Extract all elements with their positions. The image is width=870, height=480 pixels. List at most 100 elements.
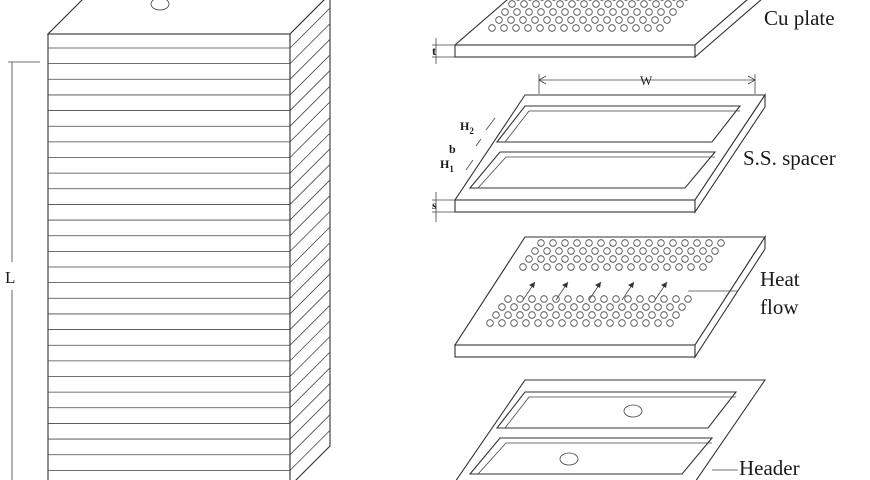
plate-hole [645, 255, 653, 263]
plate-hole [560, 24, 568, 32]
plate-hole [519, 263, 527, 271]
plate-hole [600, 295, 608, 303]
heat-plate-side [694, 235, 766, 359]
width-w-label: W [640, 73, 653, 88]
plate-hole [612, 295, 620, 303]
plate-hole [618, 319, 626, 327]
plate-hole [528, 295, 536, 303]
stack-layer-side-line [289, 101, 331, 143]
stack-layer-side-line [289, 85, 331, 127]
plate-hole [561, 255, 569, 263]
plate-hole [594, 319, 602, 327]
plate-hole [588, 311, 596, 319]
header-top [455, 379, 767, 480]
plate-hole [498, 319, 506, 327]
plate-hole [621, 8, 629, 16]
heat-flow-plate [453, 235, 767, 359]
plate-hole [684, 295, 692, 303]
plate-hole [591, 263, 599, 271]
plate-hole [543, 247, 551, 255]
plate-hole [498, 303, 506, 311]
plate-hole [633, 239, 641, 247]
plate-hole [717, 239, 725, 247]
stack-layer-side-line [289, 258, 331, 299]
header-plate [455, 379, 767, 480]
plate-hole [597, 255, 605, 263]
plate-hole [549, 8, 557, 16]
plate-hole [546, 303, 554, 311]
plate-hole [594, 303, 602, 311]
plate-hole [512, 24, 520, 32]
plate-hole [573, 239, 581, 247]
top-port-hole [150, 0, 170, 11]
plate-hole [580, 0, 588, 8]
plate-hole [567, 247, 575, 255]
plate-hole [567, 16, 575, 24]
length-dimension: L [5, 61, 40, 480]
plate-hole [544, 0, 552, 8]
header-label: Header [739, 456, 800, 480]
plate-hole [627, 247, 635, 255]
plate-hole [633, 255, 641, 263]
stack-side-face [289, 0, 331, 480]
stack-layer-side-line [289, 132, 331, 174]
stack-layer-side-line [289, 195, 331, 236]
plate-hole [669, 8, 677, 16]
plate-hole [648, 295, 656, 303]
plate-hole [645, 8, 653, 16]
plate-hole [492, 311, 500, 319]
plate-hole [591, 16, 599, 24]
stack-layer-side-line [289, 39, 331, 80]
plate-hole [534, 319, 542, 327]
plate-hole [576, 311, 584, 319]
h1-label: H1 [440, 157, 454, 174]
flow-label: flow [760, 295, 799, 319]
plate-hole [546, 319, 554, 327]
stack-layer-side-line [289, 54, 331, 96]
plate-hole [531, 16, 539, 24]
plate-hole [519, 16, 527, 24]
plate-hole [573, 255, 581, 263]
plate-hole [693, 255, 701, 263]
plate-hole [603, 263, 611, 271]
plate-hole [699, 247, 707, 255]
stack-layer-side-line [289, 179, 331, 221]
plate-hole [656, 24, 664, 32]
plate-hole [609, 8, 617, 16]
plate-hole [687, 247, 695, 255]
plate-hole [543, 263, 551, 271]
plate-hole [597, 239, 605, 247]
h2-label: H2 [460, 119, 474, 136]
plate-hole [528, 311, 536, 319]
plate-hole [616, 0, 624, 8]
plate-hole [678, 303, 686, 311]
stack-layer-side-line [289, 148, 331, 190]
heat-flow-arrowhead [562, 282, 568, 288]
plate-hole [663, 263, 671, 271]
plate-hole [615, 247, 623, 255]
plate-hole [540, 295, 548, 303]
header-port-upper [623, 404, 643, 418]
stack-layer-side-line [289, 351, 331, 393]
plate-hole [582, 319, 590, 327]
plate-hole [609, 255, 617, 263]
b-label: b [449, 142, 456, 156]
stack-layer-side-line [289, 117, 331, 158]
plate-hole [570, 303, 578, 311]
plate-hole [537, 239, 545, 247]
stack-layer-side-line [289, 414, 331, 455]
ss-spacer-label: S.S. spacer [743, 146, 836, 170]
plate-hole [504, 311, 512, 319]
plate-hole [520, 0, 528, 8]
plate-hole [624, 311, 632, 319]
plate-hole [621, 255, 629, 263]
plate-hole [537, 8, 545, 16]
plate-hole [642, 319, 650, 327]
plate-hole [657, 8, 665, 16]
stack-layer-side-line [289, 7, 331, 49]
plate-hole [576, 295, 584, 303]
plate-hole [507, 16, 515, 24]
plate-hole [549, 239, 557, 247]
plate-hole [579, 247, 587, 255]
stack-layer-side-line [289, 398, 331, 440]
